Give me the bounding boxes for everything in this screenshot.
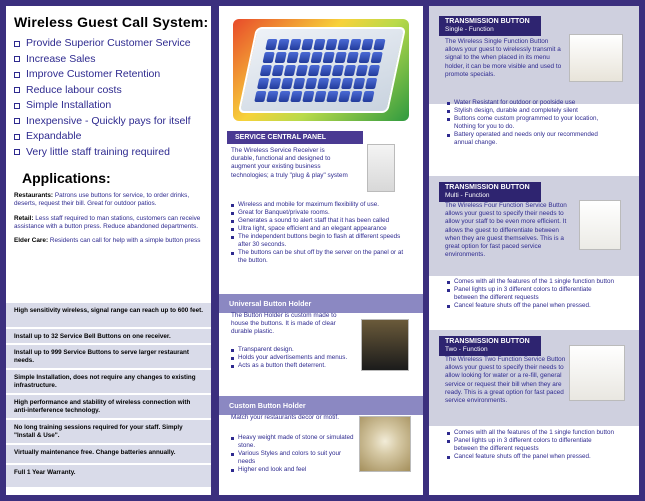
- list-item: Reduce labour costs: [14, 83, 211, 99]
- feature-box: No long training sessions required for y…: [6, 419, 211, 444]
- list-item: Higher end look and feel: [231, 466, 355, 474]
- list-item: Cancel feature shuts off the panel when …: [447, 453, 617, 461]
- list-item: Panel lights up in 3 different colors to…: [447, 286, 617, 302]
- multi-features-list: Comes with all the features of the 1 sin…: [447, 278, 617, 310]
- list-item: Inexpensive - Quickly pays for itself: [14, 114, 211, 130]
- list-item: Acts as a button theft deterrent.: [231, 362, 351, 370]
- list-item: Wireless and mobile for maximum flexibil…: [231, 201, 411, 209]
- multi-text: The Wireless Four Function Service Butto…: [445, 202, 567, 259]
- list-item: Holds your advertisements and menus.: [231, 354, 351, 362]
- list-item: Great for Banquet/private rooms.: [231, 209, 411, 217]
- list-item: Simple Installation: [14, 98, 211, 114]
- square-bullet-icon: [14, 56, 20, 63]
- list-item: Battery operated and needs only our reco…: [447, 131, 617, 147]
- section-title-single: TRANSMISSION BUTTON Single - Function: [439, 16, 541, 36]
- list-item: Increase Sales: [14, 52, 211, 68]
- section-title-multi: TRANSMISSION BUTTON Multi - Function: [439, 182, 541, 202]
- receiver-device-image: [237, 27, 407, 113]
- list-item: The buttons can be shut off by the serve…: [231, 249, 411, 265]
- applications-heading: Applications:: [22, 170, 111, 186]
- two-text: The Wireless Two Function Service Button…: [445, 356, 566, 405]
- multi-button-image: [579, 200, 621, 250]
- custom-intro: Match your restaurants decor or motif.: [231, 414, 339, 421]
- square-bullet-icon: [14, 102, 20, 109]
- feature-box: Install up to 999 Service Buttons to ser…: [6, 344, 211, 369]
- restaurants-paragraph: Restaurants: Patrons use buttons for ser…: [14, 192, 190, 208]
- eldercare-paragraph: Elder Care: Residents can call for help …: [14, 237, 201, 245]
- middle-panel: SERVICE CENTRAL PANEL The Wireless Servi…: [219, 6, 423, 495]
- feature-box: Simple Installation, does not require an…: [6, 369, 211, 394]
- section-title-custom: Custom Button Holder: [219, 396, 423, 415]
- list-item: The independent buttons begin to flash a…: [231, 233, 411, 249]
- list-item: Water Resistant for outdoor or poolside …: [447, 99, 617, 107]
- square-bullet-icon: [14, 133, 20, 140]
- list-item: Improve Customer Retention: [14, 67, 211, 83]
- list-item: Comes with all the features of the 1 sin…: [447, 429, 617, 437]
- list-item: Very little staff training required: [14, 145, 211, 161]
- central-intro: The Wireless Service Receiver is durable…: [231, 147, 348, 179]
- right-panel: TRANSMISSION BUTTON Single - Function Th…: [429, 6, 639, 495]
- square-bullet-icon: [14, 87, 20, 94]
- square-bullet-icon: [14, 118, 20, 125]
- square-bullet-icon: [14, 149, 20, 156]
- service-panel-hero-image: [233, 19, 409, 121]
- list-item: Cancel feature shuts off the panel when …: [447, 302, 617, 310]
- list-item: Generates a sound to alert staff that it…: [231, 217, 411, 225]
- list-item: Expandable: [14, 129, 211, 145]
- feature-box: High performance and stability of wirele…: [6, 394, 211, 419]
- section-title-universal: Universal Button Holder: [219, 294, 423, 313]
- benefits-list: Provide Superior Customer Service Increa…: [14, 36, 211, 160]
- page-title: Wireless Guest Call System:: [14, 14, 209, 30]
- two-button-image: [569, 345, 625, 401]
- feature-box: High sensitivity wireless, signal range …: [6, 302, 211, 328]
- central-features-list: Wireless and mobile for maximum flexibil…: [231, 201, 411, 265]
- list-item: Stylish design, durable and completely s…: [447, 107, 617, 115]
- list-item: Heavy weight made of stone or simulated …: [231, 434, 355, 450]
- left-panel: Wireless Guest Call System: Provide Supe…: [6, 6, 211, 495]
- features-boxes: High sensitivity wireless, signal range …: [6, 302, 211, 488]
- feature-box: Install up to 32 Service Bell Buttons on…: [6, 328, 211, 344]
- square-bullet-icon: [14, 40, 20, 47]
- custom-features-list: Heavy weight made of stone or simulated …: [231, 434, 355, 474]
- square-bullet-icon: [14, 71, 20, 78]
- holder-intro: The Button Holder is custom made to hous…: [231, 312, 337, 336]
- list-item: Panel lights up in 3 different colors to…: [447, 437, 617, 453]
- list-item: Ultra light, space efficient and an eleg…: [231, 225, 411, 233]
- section-title-two: TRANSMISSION BUTTON Two - Function: [439, 336, 541, 356]
- single-features-list: Water Resistant for outdoor or poolside …: [447, 99, 617, 147]
- list-item: Transparent design.: [231, 346, 351, 354]
- feature-box: Virtually maintenance free. Change batte…: [6, 444, 211, 464]
- two-features-list: Comes with all the features of the 1 sin…: [447, 429, 617, 461]
- stone-holder-image: [359, 416, 411, 472]
- list-item: Various Styles and colors to suit your n…: [231, 450, 355, 466]
- receiver-thumbnail-image: [367, 144, 395, 192]
- list-item: Buttons come custom programmed to your l…: [447, 115, 617, 131]
- list-item: Comes with all the features of the 1 sin…: [447, 278, 617, 286]
- feature-box: Full 1 Year Warranty.: [6, 464, 211, 488]
- button-holder-image: [361, 319, 409, 371]
- section-title-central: SERVICE CENTRAL PANEL: [227, 131, 363, 144]
- single-button-image: [569, 34, 623, 82]
- list-item: Provide Superior Customer Service: [14, 36, 211, 52]
- retail-paragraph: Retail: Less staff required to man stati…: [14, 214, 201, 230]
- single-text: The Wireless Single Function Button allo…: [445, 38, 562, 78]
- holder-features-list: Transparent design. Holds your advertise…: [231, 346, 351, 370]
